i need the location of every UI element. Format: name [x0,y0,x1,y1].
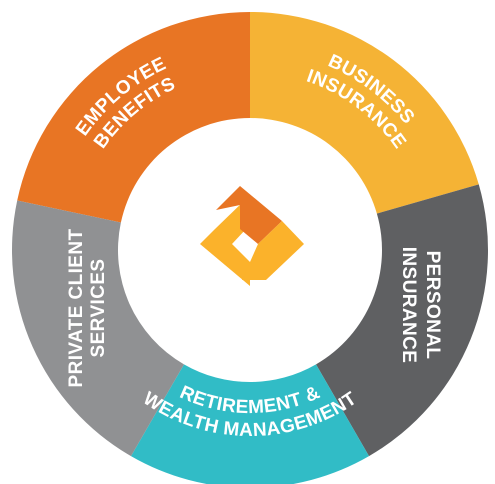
private-client-label-line2: SERVICES [88,259,109,358]
employee-benefits-segment [17,12,251,223]
chevron-diamond-logo-icon [200,186,304,286]
private-client-segment [11,200,185,457]
personal-insurance-segment [316,184,488,457]
business-insurance-segment [250,12,479,214]
private-client-label-line1: PRIVATE CLIENT [66,228,87,387]
retirement-wealth-segment [131,364,369,484]
personal-insurance-label-line2: INSURANCE [398,247,419,364]
personal-insurance-label-line1: PERSONAL [422,251,443,360]
